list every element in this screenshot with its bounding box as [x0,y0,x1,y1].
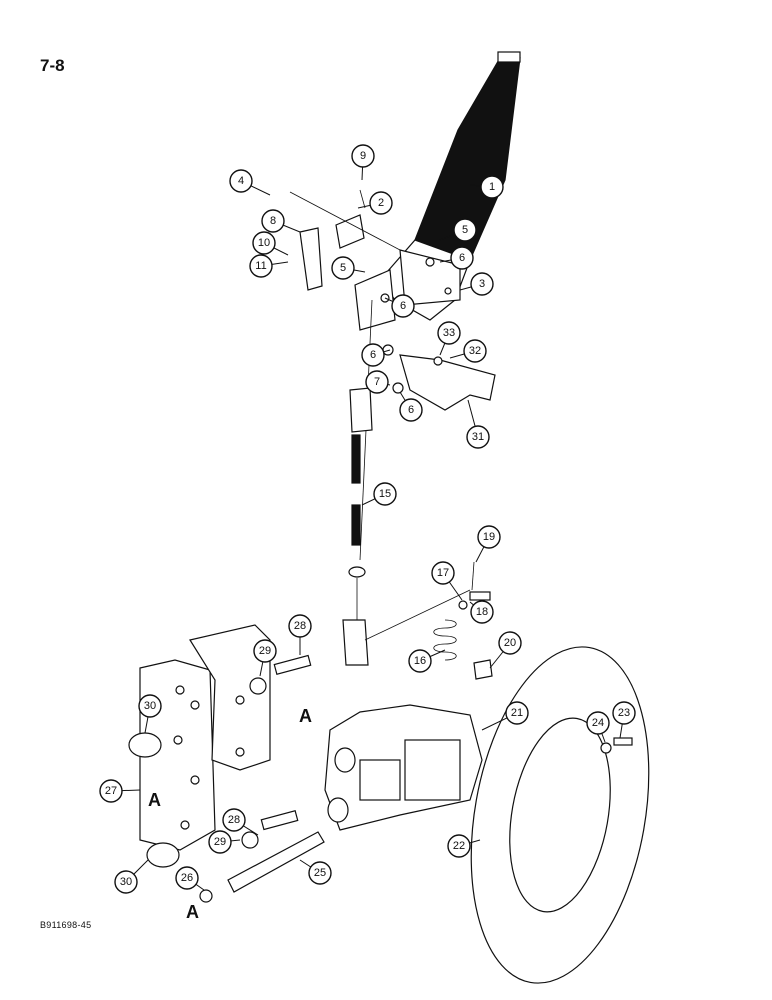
pivot-pin [199,831,325,903]
callout-label: 4 [238,175,244,187]
callout-29: 29 [208,830,232,854]
callout-label: 30 [144,700,156,712]
callout-33: 33 [437,321,461,345]
lever-bracket [289,189,461,394]
callout-label: 6 [408,404,414,416]
callout-23: 23 [612,701,636,725]
brake-disc [470,646,650,984]
callout-label: 29 [214,836,226,848]
callout-label: 3 [479,278,485,290]
callout-30: 30 [114,870,138,894]
callout-label: 8 [270,215,276,227]
callout-2: 2 [369,191,393,215]
callout-7: 7 [365,370,389,394]
callout-label: 25 [314,867,326,879]
callout-label: 6 [459,252,465,264]
callout-6: 6 [399,398,423,422]
callout-label: 33 [443,327,455,339]
callout-5: 5 [331,256,355,280]
brake-cable [348,299,373,620]
callout-label: 27 [105,785,117,797]
callout-8: 8 [261,209,285,233]
callout-label: 28 [294,620,306,632]
section-letter-a: A [148,790,161,810]
callout-5: 5 [453,218,477,242]
callout-label: 30 [120,876,132,888]
callout-10: 10 [252,231,276,255]
callout-label: 9 [360,150,366,162]
brake-caliper [324,704,483,831]
callout-label: 5 [340,262,346,274]
callout-label: 32 [469,345,481,357]
callout-label: 6 [400,300,406,312]
callout-label: 20 [504,637,516,649]
callout-22: 22 [447,834,471,858]
callout-1: 1 [480,175,504,199]
callout-17: 17 [431,561,455,585]
callout-label: 10 [258,237,270,249]
callout-label: 16 [414,655,426,667]
callout-label: 5 [462,224,468,236]
callout-9: 9 [351,144,375,168]
callout-label: 24 [592,717,604,729]
callout-layer: 1234556666789101115161718192021222324252… [99,144,636,894]
callout-29: 29 [253,639,277,663]
callout-28: 28 [288,614,312,638]
callout-6: 6 [450,246,474,270]
callout-label: 17 [437,567,449,579]
callout-16: 16 [408,649,432,673]
callout-21: 21 [505,701,529,725]
clevis-spring [342,561,493,680]
page-number: 7-8 [40,56,65,75]
callout-30: 30 [138,694,162,718]
callout-label: 22 [453,840,465,852]
figure-code: B911698-45 [40,920,92,930]
callout-label: 18 [476,606,488,618]
callout-15: 15 [373,482,397,506]
mount-bracket [399,354,496,411]
callout-3: 3 [470,272,494,296]
callout-27: 27 [99,779,123,803]
callout-20: 20 [498,631,522,655]
callout-label: 7 [374,376,380,388]
callout-31: 31 [466,425,490,449]
bolt-washer [600,737,633,754]
callout-6: 6 [391,294,415,318]
callout-label: 1 [489,181,495,193]
callout-label: 2 [378,197,384,209]
callout-4: 4 [229,169,253,193]
callout-label: 31 [472,431,484,443]
callout-24: 24 [586,711,610,735]
callout-11: 11 [249,254,273,278]
callout-25: 25 [308,861,332,885]
callout-label: 19 [483,531,495,543]
section-letter-a: A [186,902,199,922]
callout-6: 6 [361,343,385,367]
callout-label: 11 [255,260,266,272]
callout-28: 28 [222,808,246,832]
callout-19: 19 [477,525,501,549]
callout-label: 28 [228,814,240,826]
callout-label: 23 [618,707,630,719]
callout-label: 26 [181,872,193,884]
callout-label: 29 [259,645,271,657]
callout-label: 15 [379,488,391,500]
section-letter-a: A [299,706,312,726]
callout-label: 6 [370,349,376,361]
callout-32: 32 [463,339,487,363]
callout-26: 26 [175,866,199,890]
callout-label: 21 [511,707,523,719]
callout-18: 18 [470,600,494,624]
